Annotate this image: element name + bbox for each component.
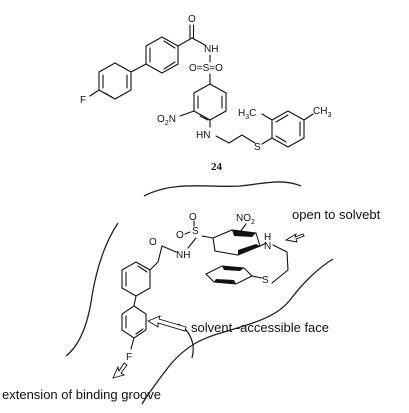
bottom-nitro-n: N	[236, 213, 243, 224]
bottom-thio-s: S	[262, 275, 269, 286]
bottom-o-label-left: O	[176, 230, 184, 241]
methyl-sub-3: 3	[245, 114, 249, 121]
benzamide-ring	[145, 36, 179, 74]
nitro-o: O	[157, 114, 165, 125]
methyl-label-left: H3C	[238, 108, 256, 121]
thioether-s-label: S	[254, 142, 261, 153]
compound-number: 24	[211, 161, 223, 173]
annotation-open-to-solvent: open to solvebt	[292, 207, 381, 222]
bottom-nitro-o: O	[243, 213, 251, 224]
fluorophenyl-ring	[98, 62, 132, 100]
protein-surface-left	[65, 222, 119, 357]
nitro-sub-2: 2	[165, 120, 169, 127]
bottom-o-label-upper: O	[189, 212, 197, 223]
aniline-hn-label: HN	[196, 130, 210, 141]
methyl-right-c: C	[313, 106, 320, 117]
methyl-label-right: CH3	[313, 106, 331, 119]
carbonyl-oxygen-label: O	[188, 14, 196, 25]
protein-surface-right	[141, 258, 334, 405]
methyl-right-sub-3: 3	[327, 112, 331, 119]
arrow-solvent-face	[147, 315, 187, 332]
bottom-ring-upper	[121, 261, 151, 297]
fluorine-label: F	[80, 95, 86, 106]
arrow-binding-groove	[112, 362, 128, 379]
dimethylphenyl-ring	[271, 110, 305, 148]
bottom-nitro-sub-2: 2	[251, 219, 255, 226]
methyl-right-h: H	[320, 106, 327, 117]
bottom-carbonyl-o: O	[149, 237, 157, 248]
methyl-h: H	[238, 108, 245, 119]
nitro-label-bottom: NO2	[236, 213, 255, 226]
nitro-label-top: O2N	[157, 114, 176, 127]
bottom-n-label: N	[264, 241, 271, 252]
sulfonamide-ring	[193, 83, 227, 121]
sulfonyl-label: O=S=O	[189, 63, 223, 74]
annotation-extension-binding-groove: extension of binding groove	[2, 387, 161, 402]
bottom-s-label: S	[192, 226, 199, 237]
methyl-c: C	[249, 108, 256, 119]
compound-24-structure: O NH O=S=O F O2N HN	[80, 14, 331, 173]
nitro-n: N	[169, 114, 176, 125]
bottom-nh-label: NH	[176, 250, 190, 261]
bottom-h-label: H	[264, 232, 271, 243]
annotation-solvent-accessible-face: solvent -accessible face	[191, 320, 329, 335]
arrow-open-to-solvent	[284, 232, 305, 243]
binding-site-schematic: NO2 S O O NH O H N S	[2, 181, 381, 405]
amide-nh-label: NH	[204, 44, 218, 55]
bottom-fluorine-label: F	[126, 352, 132, 363]
protein-surface-top	[143, 181, 302, 197]
